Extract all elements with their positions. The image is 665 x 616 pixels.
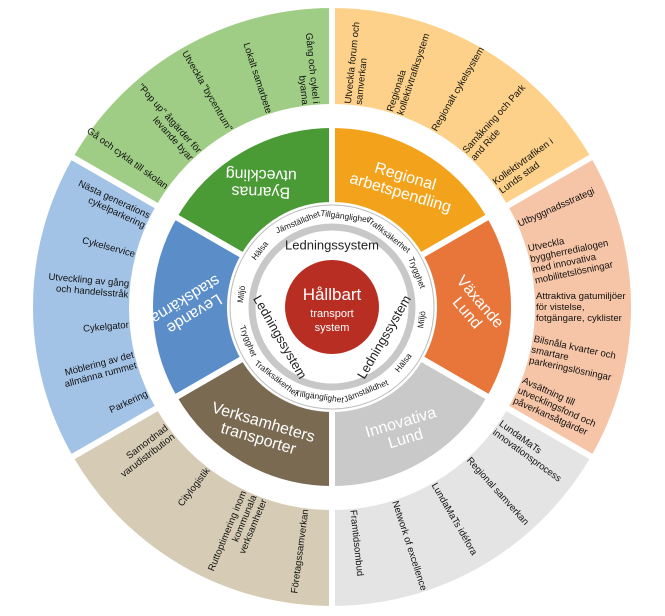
outer-ring bbox=[27, 1, 637, 613]
value-label-3: Miljö bbox=[415, 310, 427, 329]
center-title: Hållbart bbox=[303, 285, 362, 304]
center-circle bbox=[285, 260, 379, 354]
sector-title-byarnas: Byarnasutveckling bbox=[225, 165, 297, 201]
value-label-9: Miljö bbox=[235, 285, 247, 304]
center-line2: transport bbox=[310, 308, 353, 320]
center-hub: Hållbart transport system bbox=[285, 260, 379, 354]
center-line3: system bbox=[315, 322, 350, 334]
outer-segment-byarnas bbox=[66, 1, 335, 212]
item-levande-2: Cykelgator bbox=[83, 320, 130, 335]
system-label-0: Ledningssystem bbox=[285, 237, 379, 252]
item-byarnas-4: Gång och cykel ibyarna bbox=[292, 32, 321, 105]
